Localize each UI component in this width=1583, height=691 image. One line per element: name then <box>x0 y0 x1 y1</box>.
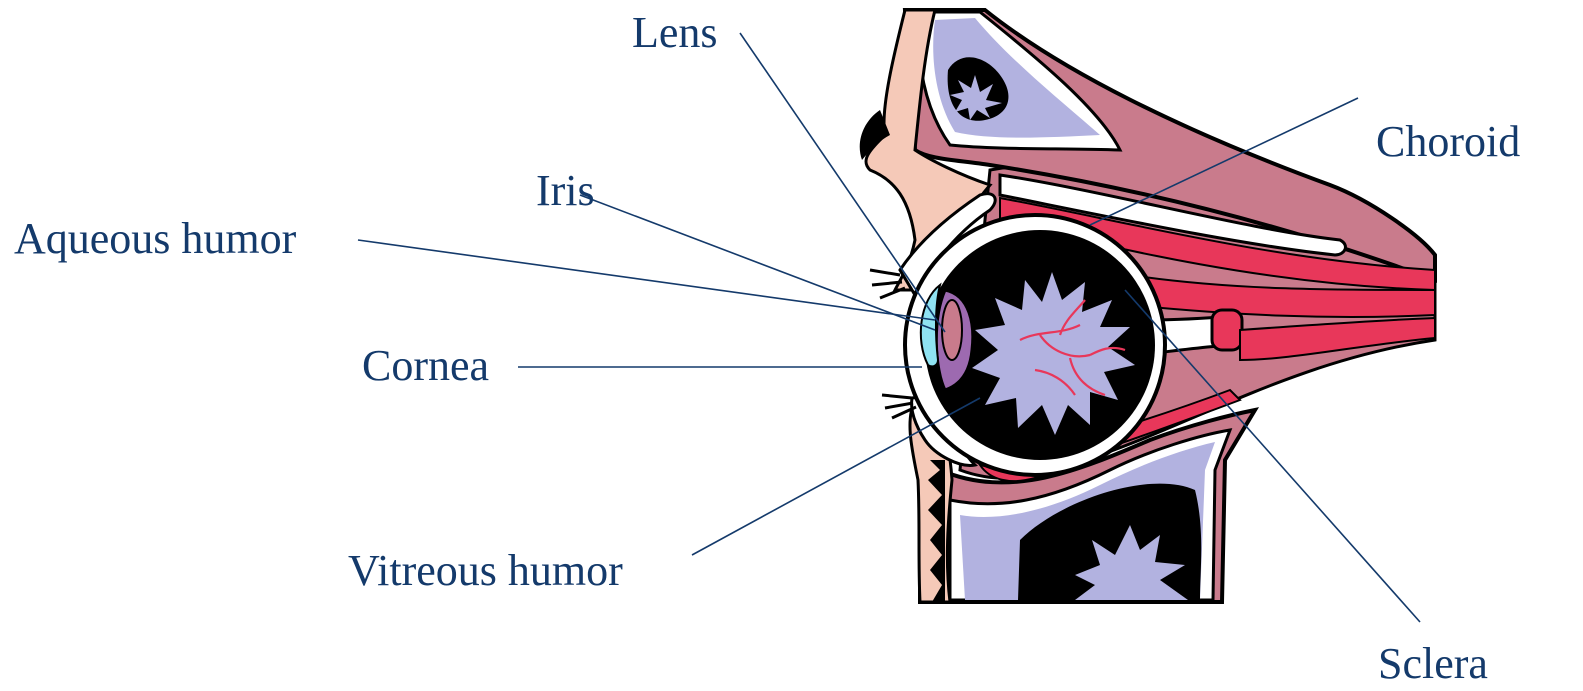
label-aqueous-humor: Aqueous humor <box>14 214 297 263</box>
label-cornea: Cornea <box>362 341 489 390</box>
label-iris: Iris <box>536 166 595 215</box>
label-lens: Lens <box>632 8 718 57</box>
aqueous-humor-leader <box>358 240 935 320</box>
optic-nerve-sheath <box>1212 310 1242 350</box>
lens <box>942 300 962 360</box>
label-vitreous-humor: Vitreous humor <box>348 546 623 595</box>
eye-illustration <box>860 10 1435 602</box>
iris-leader <box>580 195 935 330</box>
label-sclera: Sclera <box>1378 639 1488 688</box>
label-choroid: Choroid <box>1376 117 1520 166</box>
